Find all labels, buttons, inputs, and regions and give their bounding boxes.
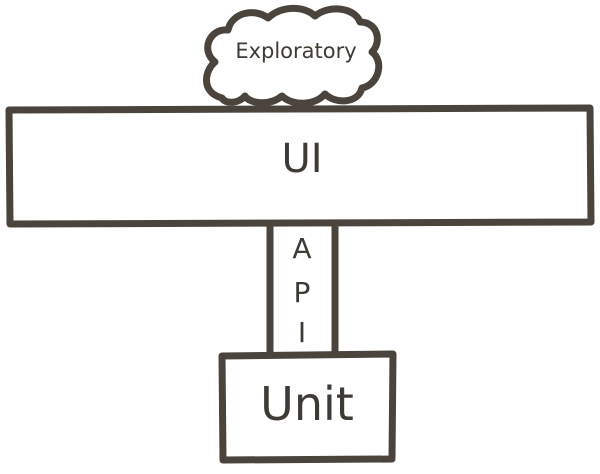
api-letter-p: P [294, 276, 311, 309]
exploratory-cloud [203, 4, 383, 107]
api-letter-a: A [292, 232, 311, 265]
api-layer-box [266, 216, 339, 361]
unit-label: Unit [260, 377, 354, 431]
unit-layer-box [218, 350, 397, 464]
ui-layer-box [5, 104, 595, 228]
api-letter-i: I [298, 316, 306, 349]
exploratory-label: Exploratory [235, 39, 356, 63]
ui-label: UI [281, 136, 322, 182]
